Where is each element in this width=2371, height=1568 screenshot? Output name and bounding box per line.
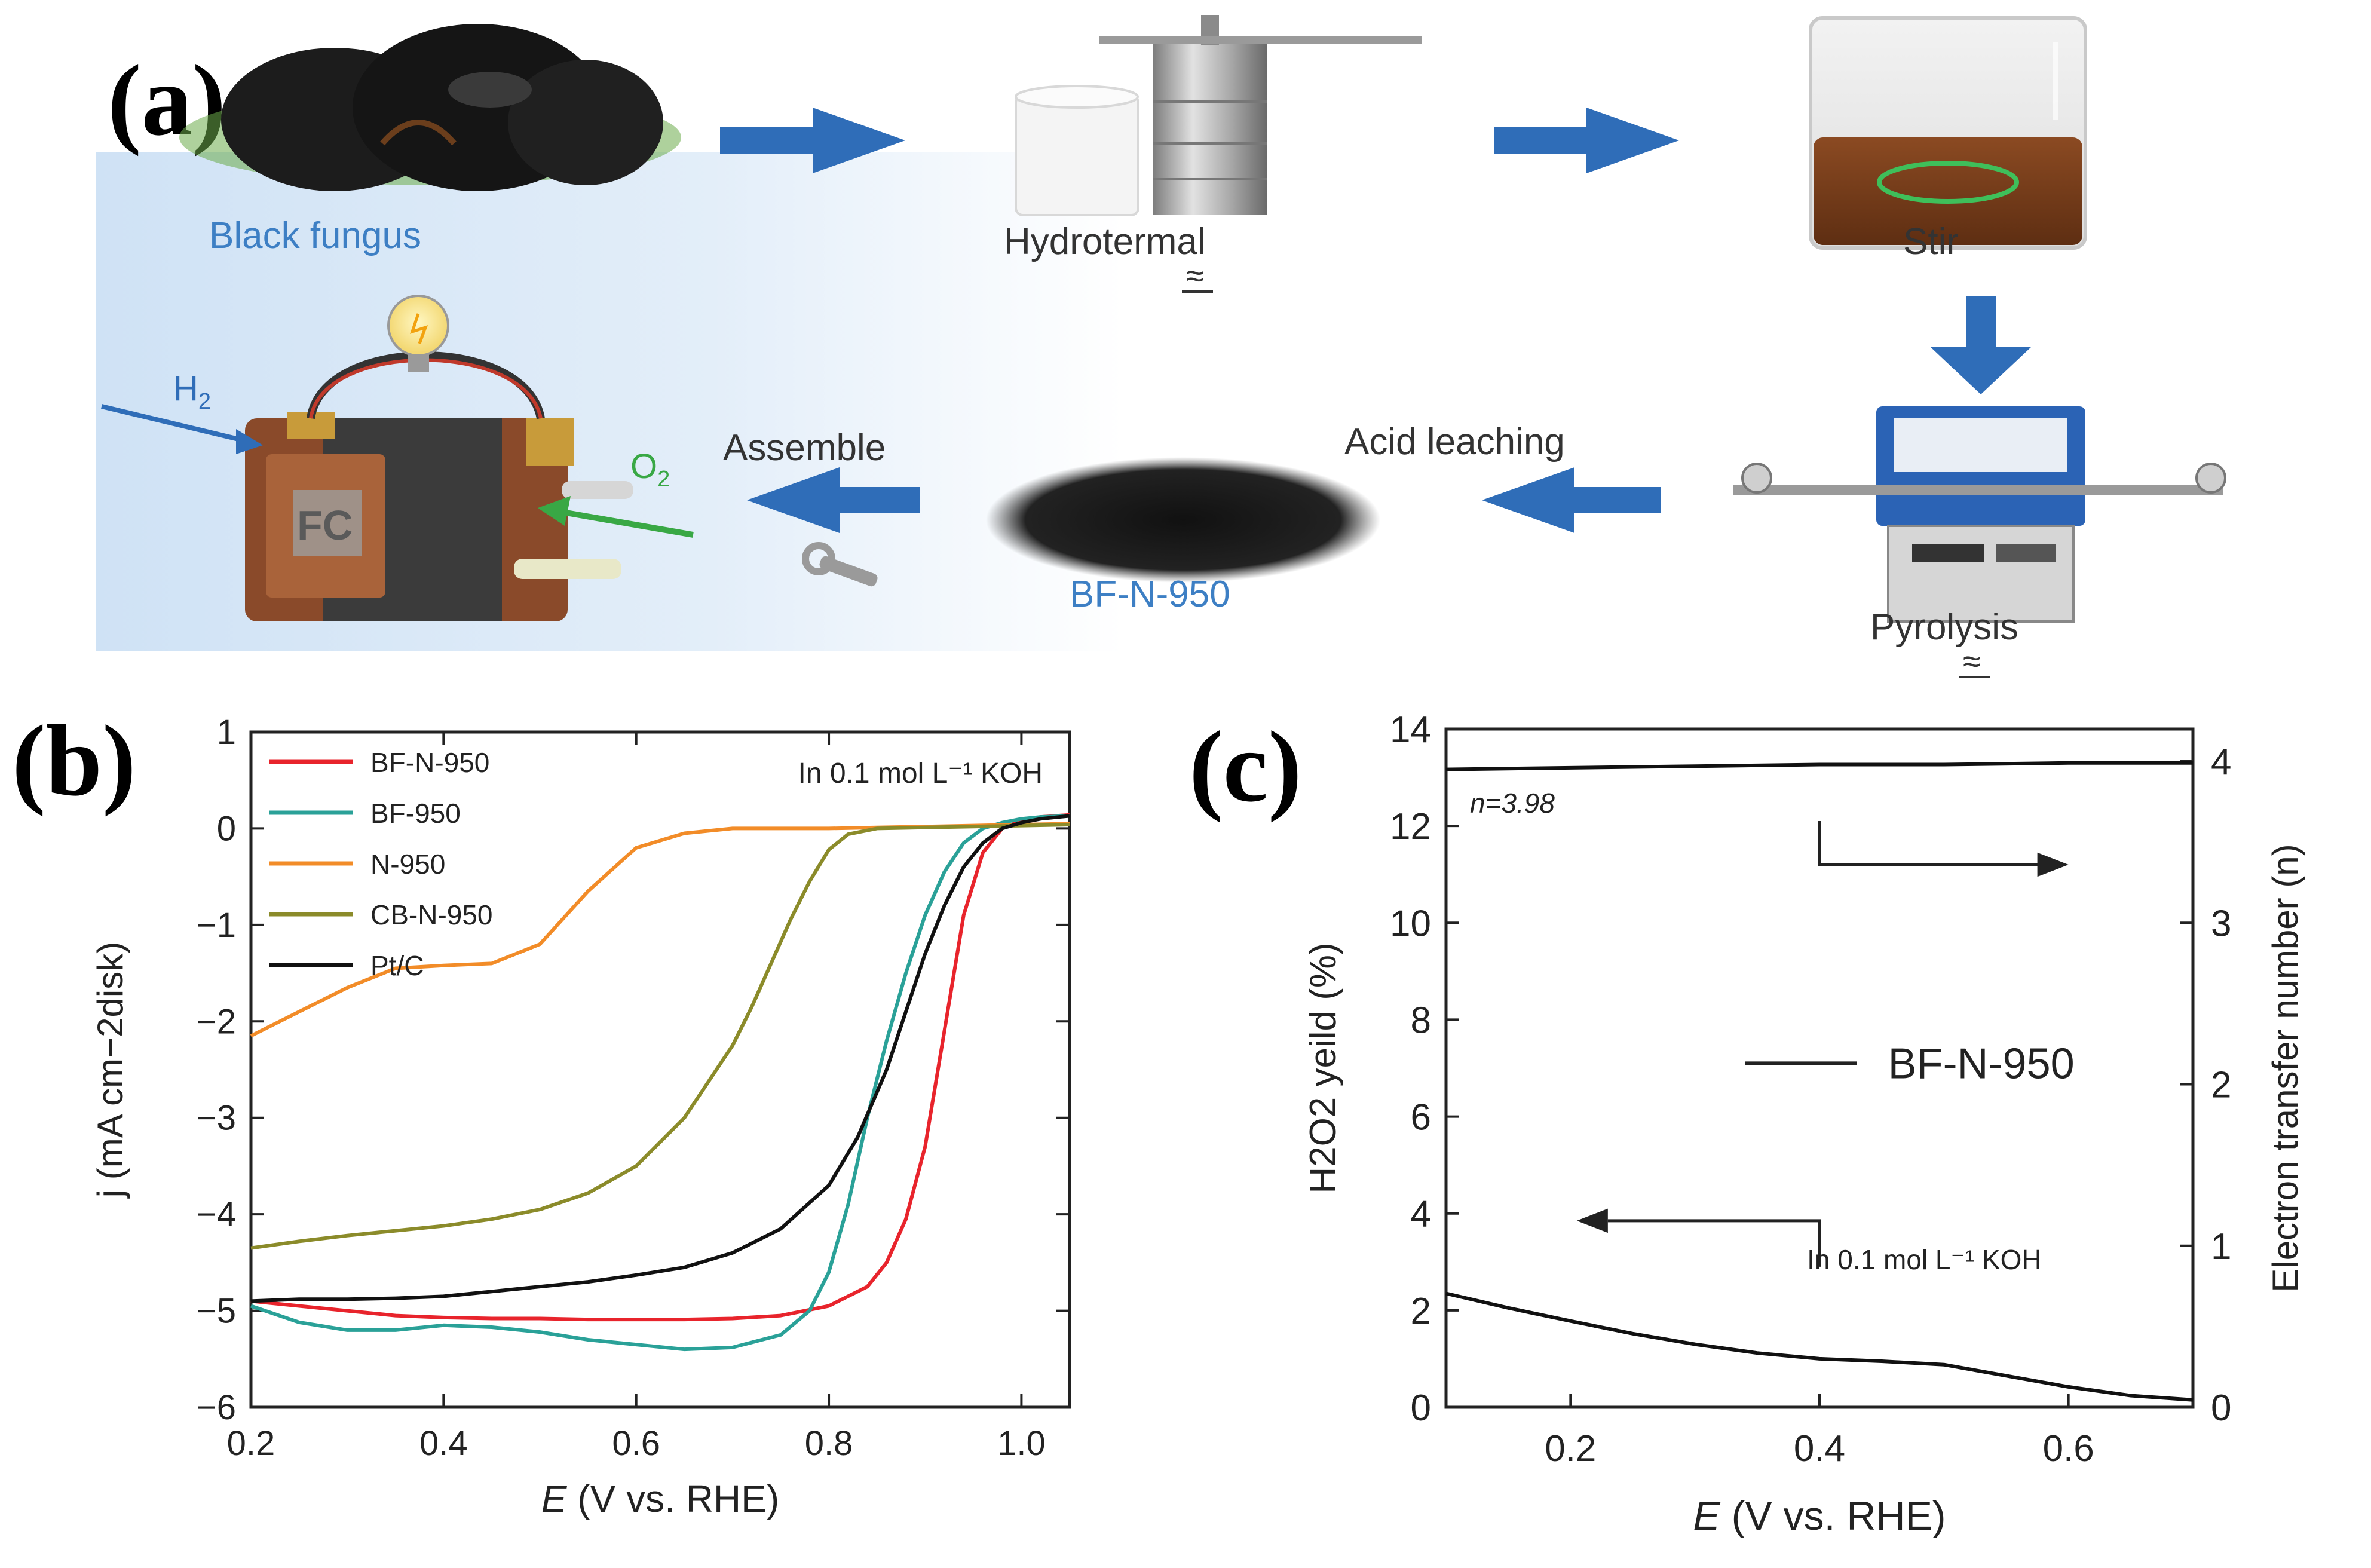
h2-label: H2 xyxy=(173,369,211,414)
carbon-powder-image xyxy=(986,457,1380,583)
wrench-icon xyxy=(802,542,878,587)
legend-label-b: N-950 xyxy=(370,849,445,880)
y-tick-label-b: 0 xyxy=(217,809,236,848)
annotation-electrolyte-c: In 0.1 mol L⁻¹ KOH xyxy=(1807,1244,2041,1275)
x-tick-label-c: 0.2 xyxy=(1545,1428,1596,1469)
autoclave-image xyxy=(1015,15,1422,216)
panel-b: (b) 0.2 0.4 0.6 0.8 1.0 1 0 −1 −2 −3 −4 −5 −6 E (V vs… xyxy=(12,705,1071,1520)
series-line-c xyxy=(1445,1291,2194,1402)
y-tick-label-c: 4 xyxy=(1411,1194,1431,1235)
legend-label-b: BF-N-950 xyxy=(370,747,489,778)
indicator-right-arrow-c xyxy=(2037,852,2069,877)
y-tick-label-c: 10 xyxy=(1390,903,1431,944)
y-tick-label-right-c: 0 xyxy=(2211,1388,2231,1429)
x-tick-label-c: 0.4 xyxy=(1794,1428,1845,1469)
y-tick-label-b: −5 xyxy=(197,1292,236,1331)
series-line-b xyxy=(250,823,1070,1250)
product-label: BF-N-950 xyxy=(1070,574,1230,615)
y-axis-label-right-c: Electron transfer number (n) xyxy=(2265,844,2305,1292)
annotation-electrolyte-b: In 0.1 mol L⁻¹ KOH xyxy=(798,758,1043,789)
panel-b-letter: (b) xyxy=(12,705,136,817)
o2-label: O2 xyxy=(630,447,670,492)
series-line-b xyxy=(250,814,1070,1352)
y-axis-label-c: H2O2 yeild (%) xyxy=(1303,942,1344,1193)
y-tick-label-right-c: 1 xyxy=(2211,1226,2231,1267)
y-tick-label-b: −4 xyxy=(197,1195,236,1234)
indicator-left-arrow-c xyxy=(1576,1208,1608,1233)
chart-b: 0.2 0.4 0.6 0.8 1.0 1 0 −1 −2 −3 −4 −5 −6 E (V vs. RH… xyxy=(90,713,1071,1520)
y-tick-label-c: 12 xyxy=(1390,806,1431,847)
annotation-n-c: n=3.98 xyxy=(1470,788,1555,819)
black-fungus-label: Black fungus xyxy=(209,215,421,256)
assemble-label: Assemble xyxy=(723,427,886,468)
y-tick-label-right-c: 3 xyxy=(2211,903,2231,944)
y-tick-label-c: 0 xyxy=(1411,1388,1431,1429)
arrow-right-1 xyxy=(720,108,905,173)
acid-leaching-label: Acid leaching xyxy=(1344,421,1565,463)
tube-furnace-image xyxy=(1733,406,2226,623)
hydrothermal-label: Hydrotermal xyxy=(1004,221,1206,262)
y-tick-label-c: 2 xyxy=(1411,1291,1431,1332)
x-tick-label-b: 0.8 xyxy=(805,1424,853,1463)
y-tick-label-right-c: 4 xyxy=(2211,742,2231,783)
arrow-left-2 xyxy=(747,467,920,533)
y-tick-label-c: 6 xyxy=(1411,1097,1431,1138)
arrow-left-1 xyxy=(1482,467,1661,533)
series-line-c xyxy=(1445,761,2193,771)
series-line-b xyxy=(250,814,1070,1303)
beaker-image xyxy=(1809,16,2087,250)
heat-symbol-pyrolysis: ≈ xyxy=(1963,644,1981,679)
legend-label-b: BF-950 xyxy=(370,798,461,829)
x-tick-label-b: 0.4 xyxy=(419,1424,468,1463)
x-tick-label-b: 1.0 xyxy=(997,1424,1046,1463)
light-bulb-icon xyxy=(387,295,449,372)
y-tick-label-b: −6 xyxy=(197,1388,236,1427)
y-tick-label-b: −1 xyxy=(197,906,236,945)
x-tick-label-c: 0.6 xyxy=(2043,1428,2094,1469)
arrow-down xyxy=(1930,296,2032,394)
legend-label-c: BF-N-950 xyxy=(1888,1040,2075,1088)
series-line-b xyxy=(250,813,1070,1322)
arrow-right-2 xyxy=(1494,108,1679,173)
fuel-cell-image: FC xyxy=(245,351,633,621)
stir-label: Stir xyxy=(1903,221,1959,262)
x-axis-label-b: E (V vs. RHE) xyxy=(541,1477,779,1520)
y-tick-label-b: −2 xyxy=(197,1002,236,1041)
x-tick-label-b: 0.2 xyxy=(227,1424,275,1463)
panel-a: (a) Black fungus Hydroter xyxy=(96,15,2226,679)
x-axis-label-c: E (V vs. RHE) xyxy=(1693,1493,1946,1539)
x-tick-label-b: 0.6 xyxy=(612,1424,660,1463)
black-fungus-image xyxy=(179,24,681,191)
pyrolysis-label: Pyrolysis xyxy=(1870,607,2018,648)
indicator-right-c xyxy=(1818,821,2044,866)
y-tick-label-c: 8 xyxy=(1411,1000,1431,1041)
y-tick-label-b: −3 xyxy=(197,1099,236,1138)
legend-label-b: CB-N-950 xyxy=(370,899,493,930)
panel-c-letter: (c) xyxy=(1189,710,1302,823)
plot-frame-b xyxy=(249,730,1071,1409)
legend-label-b: Pt/C xyxy=(370,950,424,981)
fuel-cell-label: FC xyxy=(297,502,353,549)
y-tick-label-b: 1 xyxy=(217,713,236,752)
indicator-left-c xyxy=(1607,1219,1821,1267)
heat-symbol-hydrothermal: ≈ xyxy=(1186,258,1204,294)
y-tick-label-c: 14 xyxy=(1390,709,1431,751)
y-axis-label-b: j (mA cm−2disk) xyxy=(90,942,130,1199)
y-tick-label-right-c: 2 xyxy=(2211,1065,2231,1106)
